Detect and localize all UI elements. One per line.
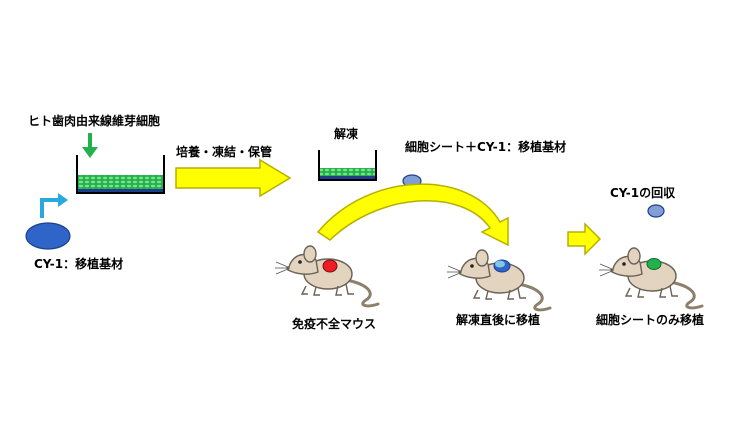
culture-dish xyxy=(76,155,165,194)
green-down-arrow xyxy=(82,133,98,158)
cyan-bent-arrow xyxy=(40,193,68,218)
label-immunodeficient-mouse: 免疫不全マウス xyxy=(292,317,377,331)
label-post-thaw-transplant: 解凍直後に移植 xyxy=(456,313,541,327)
label-thaw: 解凍 xyxy=(334,127,359,141)
recovered-cy1-disc xyxy=(647,204,665,218)
cy1-material-disc xyxy=(25,222,71,250)
label-cy1-recovery: CY-1の回収 xyxy=(610,186,676,200)
mouse-sheet-only xyxy=(597,246,704,310)
label-culture-step: 培養・凍結・保管 xyxy=(176,145,273,159)
yellow-arrow-culture xyxy=(175,158,292,198)
label-sheet-only-transplant: 細胞シートのみ移植 xyxy=(596,313,705,327)
mouse-immunodeficient xyxy=(273,244,380,308)
label-source-cells: ヒト歯肉由来線維芽細胞 xyxy=(28,114,161,128)
curved-yellow-arrow xyxy=(316,183,509,247)
label-cy1-material: CY-1：移植基材 xyxy=(34,257,124,271)
mouse-post-thaw xyxy=(445,248,552,312)
thaw-dish xyxy=(318,150,377,181)
label-sheet-plus-cy1: 細胞シート＋CY-1：移植基材 xyxy=(405,140,567,154)
yellow-arrow-recovery xyxy=(567,222,602,256)
